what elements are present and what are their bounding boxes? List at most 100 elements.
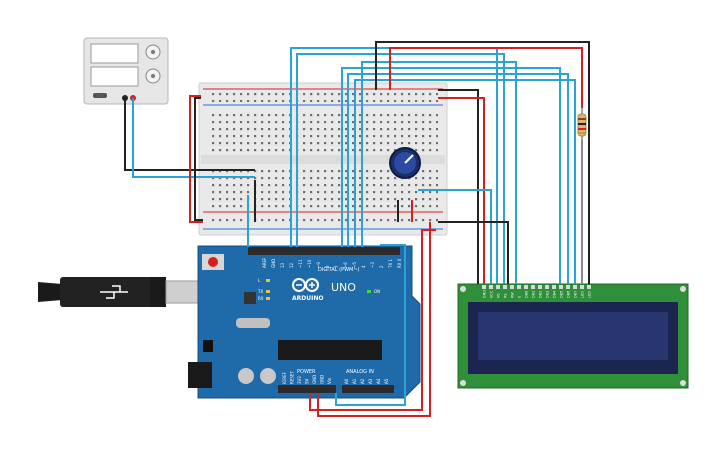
pin-label: ~3 [370,262,375,268]
analog-header[interactable] [342,385,394,393]
lcd-pin[interactable] [489,285,493,289]
lcd-pin[interactable] [559,285,563,289]
lcd-pin-label: DB4 [553,290,557,298]
pin-label: AREF [262,257,267,268]
lcd-pin-label: DB2 [539,291,543,298]
digital-header[interactable] [248,247,400,255]
pin-label: 12 [289,262,294,268]
lcd-pin[interactable] [503,285,507,289]
pin-label: RX 0 [397,258,402,268]
lcd-pin-label: DB3 [546,291,550,298]
pin-label: Vin [327,377,332,384]
lcd-pin[interactable] [524,285,528,289]
pin-label: ~9 [316,262,321,268]
resistor-icon[interactable] [577,108,587,140]
pin-label: A4 [376,378,381,384]
pin-label: A3 [368,378,373,384]
led-label-tx: TX [257,289,263,294]
wire-5v-to-rail [309,229,436,411]
pin-label: 3V3 [297,376,302,384]
pin-label: ~11 [298,259,303,268]
wire-psu-positive [132,98,255,178]
pin-label: RESET [290,371,295,384]
pin-label: ~6 [343,262,348,268]
wire-d2 [361,61,517,284]
lcd-pin-label: DB1 [532,291,536,298]
breadboard[interactable] [198,82,448,236]
wire-d5 [341,67,561,284]
pin-label: ~5 [352,262,357,268]
lcd-pin-label: LED [588,291,592,298]
lcd-pin[interactable] [482,285,486,289]
analog-label: ANALOG IN [346,369,374,375]
usb-cable-icon [38,277,199,307]
pin-label: 8 [325,265,330,268]
arduino-model: UNO [331,281,356,294]
power-supply[interactable] [83,37,169,105]
lcd-pin-label: RW [511,292,515,298]
potentiometer-icon[interactable] [389,147,421,179]
wire-d11 [296,53,505,284]
lcd-pin[interactable] [580,285,584,289]
pin-label: GND [320,375,325,384]
wire-d4 [347,73,569,284]
lcd-pin[interactable] [552,285,556,289]
wire-led-vcc [389,47,583,108]
lcd-pin-label: DB6 [567,291,571,298]
wires [124,41,590,417]
digital-pin-labels: AREF GND 13 12 ~11 ~10 ~9 8 7 ~6 ~5 4 ~3 2 TX 1 RX 0 [262,257,402,269]
lcd-pin[interactable] [538,285,542,289]
lcd-pin[interactable] [531,285,535,289]
led-label-rx: RX [258,296,264,301]
lcd-pin-label: DB0 [525,291,529,298]
pin-label: 7 [334,265,339,268]
wire-rail-black-left [194,97,203,221]
wire-arduino-to-bb-blue [335,244,406,406]
arduino-uno-board[interactable]: ARDUINO UNO DIGITAL (PWM~) ANALOG IN POW… [188,245,421,399]
pin-label: 2 [379,265,384,268]
pin-label: 13 [280,262,285,268]
lcd-pin-label: LED [581,291,585,298]
pin-label: A2 [360,378,365,384]
lcd-pin[interactable] [496,285,500,289]
lcd-pin-label: VCC [490,290,494,298]
digital-label: DIGITAL (PWM~) [318,267,360,273]
pin-label: 4 [361,265,366,268]
pin-label: A1 [352,378,357,384]
lcd-pin[interactable] [510,285,514,289]
wire-d3 [354,79,576,284]
pin-label: A0 [344,378,349,384]
wire-psu-ground [124,98,255,171]
lcd-pin-label: DB7 [574,291,578,298]
lcd-pin-label: E [518,296,522,298]
arduino-brand: ARDUINO [292,295,323,302]
lcd-pin[interactable] [545,285,549,289]
lcd-pin-label: DB5 [560,291,564,298]
wire-pot-wiper [418,189,492,284]
lcd-pin-label: RS [504,293,508,298]
lcd-pin-label: GND [483,290,487,298]
power-header[interactable] [278,385,336,393]
lcd-pin-label: V0 [497,293,501,298]
wire-rail-red-left [189,95,203,223]
pin-label: GND [312,375,317,384]
pin-label: ~10 [307,259,312,268]
lcd-pin[interactable] [566,285,570,289]
power-label: POWER [297,369,316,375]
lcd-pin[interactable] [573,285,577,289]
lcd-pin[interactable] [587,285,591,289]
pin-label: GND [271,259,276,268]
pin-label: 5V [305,378,310,384]
wire-gnd-to-rail [317,222,431,417]
pin-label: A5 [384,378,389,384]
wire-gnd-lcd [438,221,509,284]
pin-label: IOREF [282,371,287,384]
lcd-pin[interactable] [517,285,521,289]
arduino-logo-icon [292,278,319,292]
pin-label: TX 1 [388,259,393,269]
